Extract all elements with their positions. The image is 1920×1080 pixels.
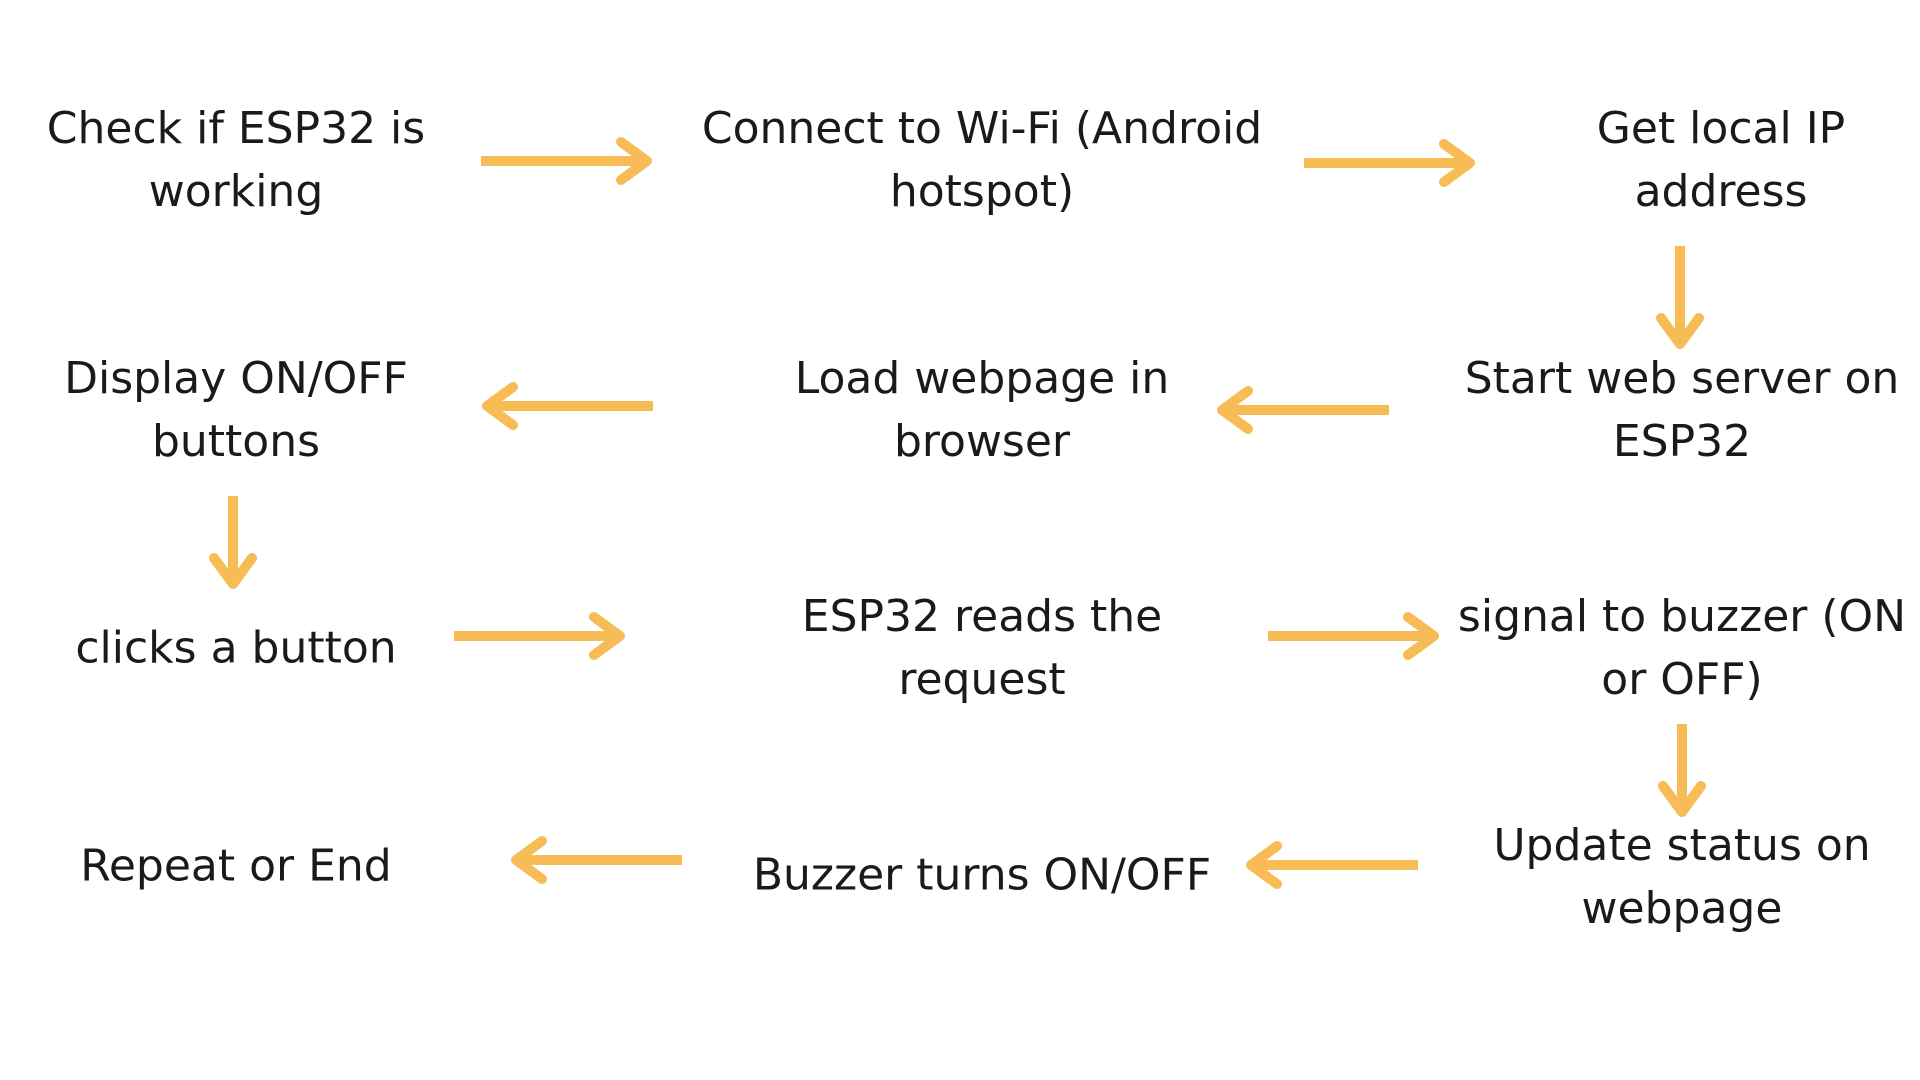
step-line: working — [148, 166, 324, 217]
step-buzzer-toggle: Buzzer turns ON/OFF — [753, 844, 1211, 907]
arrow-right-icon — [1304, 139, 1475, 187]
step-display-buttons: Display ON/OFF buttons — [64, 347, 408, 473]
step-signal-buzzer: signal to buzzer (ON or OFF) — [1458, 585, 1906, 711]
step-line: Display ON/OFF — [64, 353, 408, 404]
step-repeat-end: Repeat or End — [80, 835, 391, 898]
step-start-server: Start web server on ESP32 — [1465, 347, 1900, 473]
step-line: address — [1634, 166, 1808, 217]
step-line: Check if ESP32 is — [46, 103, 426, 154]
step-line: browser — [893, 416, 1071, 467]
step-line: or OFF) — [1601, 654, 1763, 705]
step-get-ip: Get local IP address — [1597, 97, 1845, 223]
step-load-webpage: Load webpage in browser — [795, 347, 1170, 473]
arrow-right-icon — [481, 137, 652, 185]
step-line: Repeat or End — [80, 840, 392, 892]
step-line: Update status on — [1493, 820, 1871, 871]
step-line: ESP32 — [1612, 416, 1752, 467]
arrow-down-icon — [1656, 246, 1704, 349]
step-line: Connect to Wi-Fi (Android — [701, 103, 1263, 154]
arrow-down-icon — [209, 496, 257, 589]
step-clicks-button: clicks a button — [75, 617, 396, 680]
arrow-down-icon — [1658, 724, 1706, 817]
arrow-left-icon — [511, 836, 682, 884]
step-line: clicks a button — [75, 622, 397, 674]
arrow-left-icon — [482, 382, 653, 430]
step-line: signal to buzzer (ON — [1457, 591, 1907, 642]
step-line: ESP32 reads the — [801, 591, 1163, 642]
step-line: Start web server on — [1464, 353, 1900, 404]
step-line: hotspot) — [889, 166, 1075, 217]
step-line: Get local IP — [1596, 103, 1846, 154]
arrow-left-icon — [1246, 841, 1418, 889]
step-reads-request: ESP32 reads the request — [802, 585, 1162, 711]
step-line: webpage — [1581, 883, 1783, 934]
step-line: Load webpage in — [794, 353, 1170, 404]
arrow-left-icon — [1217, 386, 1389, 434]
arrow-right-icon — [1268, 612, 1439, 660]
arrow-right-icon — [454, 612, 625, 660]
step-line: Buzzer turns ON/OFF — [752, 849, 1212, 901]
step-connect-wifi: Connect to Wi-Fi (Android hotspot) — [702, 97, 1262, 223]
step-update-status: Update status on webpage — [1493, 814, 1870, 940]
step-line: request — [898, 654, 1066, 705]
step-line: buttons — [151, 416, 321, 467]
step-check-esp32: Check if ESP32 is working — [47, 97, 425, 223]
